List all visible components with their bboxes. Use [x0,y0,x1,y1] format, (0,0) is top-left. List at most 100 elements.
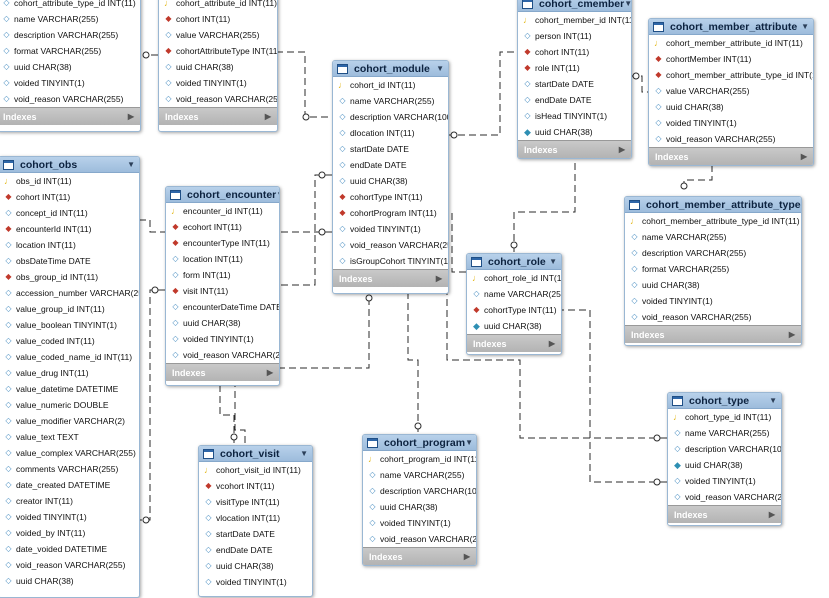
column-row[interactable]: ◆vcohort INT(11) [199,478,312,494]
indexes-bar[interactable]: Indexes▶ [363,547,476,565]
column-row[interactable]: ◆cohortAttributeType INT(11) [159,43,277,59]
column-row[interactable]: ♩cohort_attribute_id INT(11) [159,0,277,11]
table-header[interactable]: cohort_member_attribute▼ [649,19,813,35]
column-row[interactable]: ◇name VARCHAR(255) [467,286,561,302]
table-header[interactable]: cohort_type▼ [668,393,781,409]
table-cohort-attribute-type[interactable]: ◇cohort_attribute_type_id INT(11)◇name V… [0,0,141,132]
column-row[interactable]: ◆uuid CHAR(38) [467,318,561,334]
column-row[interactable]: ◇voided_by INT(11) [0,525,139,541]
column-row[interactable]: ◇description VARCHAR(1000) [668,441,781,457]
column-row[interactable]: ◆ecohort INT(11) [166,219,279,235]
column-row[interactable]: ◇uuid CHAR(38) [363,499,476,515]
column-row[interactable]: ◇value_datetime DATETIME [0,381,139,397]
indexes-bar[interactable]: Indexes▶ [625,325,801,343]
table-cohort-type[interactable]: cohort_type▼ ♩cohort_type_id INT(11)◇nam… [667,392,782,526]
column-row[interactable]: ◆cohort INT(11) [518,44,631,60]
indexes-bar[interactable]: Indexes▶ [333,269,448,287]
column-row[interactable]: ◇value_boolean TINYINT(1) [0,317,139,333]
column-row[interactable]: ◆uuid CHAR(38) [668,457,781,473]
column-row[interactable]: ◇name VARCHAR(255) [668,425,781,441]
column-row[interactable]: ◇voided TINYINT(1) [0,75,140,91]
column-row[interactable]: ◇value_drug INT(11) [0,365,139,381]
column-row[interactable]: ◇endDate DATE [518,92,631,108]
collapse-arrow-icon[interactable]: ▼ [769,396,777,405]
column-row[interactable]: ◇dlocation INT(11) [333,125,448,141]
expand-arrow-icon[interactable]: ▶ [548,339,555,348]
column-row[interactable]: ◇concept_id INT(11) [0,205,139,221]
column-row[interactable]: ◇format VARCHAR(255) [625,261,801,277]
column-row[interactable]: ◇value VARCHAR(255) [159,27,277,43]
column-row[interactable]: ◇voided TINYINT(1) [159,75,277,91]
column-row[interactable]: ◇location INT(11) [0,237,139,253]
column-row[interactable]: ◇encounterDateTime DATE [166,299,279,315]
column-row[interactable]: ◇description VARCHAR(1000) [363,483,476,499]
column-row[interactable]: ◇uuid CHAR(38) [333,173,448,189]
column-row[interactable]: ◇name VARCHAR(255) [363,467,476,483]
column-row[interactable]: ◇cohort_attribute_type_id INT(11) [0,0,140,11]
column-row[interactable]: ◇startDate DATE [518,76,631,92]
column-row[interactable]: ◇date_created DATETIME [0,477,139,493]
table-header[interactable]: cohort_encounter▼ [166,187,279,203]
column-row[interactable]: ◇name VARCHAR(255) [625,229,801,245]
table-cohort-cmember[interactable]: cohort_cmember▼ ♩cohort_member_id INT(11… [517,0,632,159]
column-row[interactable]: ◇person INT(11) [518,28,631,44]
column-row[interactable]: ◆encounterId INT(11) [0,221,139,237]
collapse-arrow-icon[interactable]: ▼ [300,449,308,458]
column-row[interactable]: ◇endDate DATE [333,157,448,173]
column-row[interactable]: ♩cohort_type_id INT(11) [668,409,781,425]
column-row[interactable]: ◇date_voided DATETIME [0,541,139,557]
column-row[interactable]: ♩cohort_member_attribute_id INT(11) [649,35,813,51]
indexes-bar[interactable]: Indexes▶ [668,505,781,523]
column-row[interactable]: ◆cohort_member_attribute_type_id INT(11) [649,67,813,83]
column-row[interactable]: ◇void_reason VARCHAR(255) [0,91,140,107]
column-row[interactable]: ◇vlocation INT(11) [199,510,312,526]
column-row[interactable]: ◆visit INT(11) [166,283,279,299]
column-row[interactable]: ◆cohortMember INT(11) [649,51,813,67]
indexes-bar[interactable]: Indexes▶ [159,107,277,125]
indexes-bar[interactable]: Indexes▶ [467,334,561,352]
column-row[interactable]: ♩cohort_id INT(11) [333,77,448,93]
expand-arrow-icon[interactable]: ▶ [264,112,271,121]
expand-arrow-icon[interactable]: ▶ [768,510,775,519]
expand-arrow-icon[interactable]: ▶ [435,274,442,283]
expand-arrow-icon[interactable]: ▶ [266,368,273,377]
indexes-bar[interactable]: Indexes▶ [0,107,140,125]
column-row[interactable]: ◇voided TINYINT(1) [199,574,312,590]
column-row[interactable]: ◆uuid CHAR(38) [518,124,631,140]
table-cohort-attribute[interactable]: ♩cohort_attribute_id INT(11)◆cohort INT(… [158,0,278,132]
column-row[interactable]: ◇uuid CHAR(38) [159,59,277,75]
column-row[interactable]: ◇value_modifier VARCHAR(2) [0,413,139,429]
table-header[interactable]: cohort_program▼ [363,435,476,451]
column-row[interactable]: ◇void_reason VARCHAR(255) [166,347,279,363]
column-row[interactable]: ◆cohortType INT(11) [467,302,561,318]
column-row[interactable]: ◆cohort INT(11) [0,189,139,205]
collapse-arrow-icon[interactable]: ▼ [436,64,444,73]
column-row[interactable]: ◇voided TINYINT(1) [333,221,448,237]
indexes-bar[interactable]: Indexes▶ [166,363,279,381]
column-row[interactable]: ◇value_numeric DOUBLE [0,397,139,413]
table-cohort-visit[interactable]: cohort_visit▼ ♩cohort_visit_id INT(11)◆v… [198,445,313,597]
table-cohort-role[interactable]: cohort_role▼ ♩cohort_role_id INT(11)◇nam… [466,253,562,355]
column-row[interactable]: ◇name VARCHAR(255) [0,11,140,27]
column-row[interactable]: ◇void_reason VARCHAR(255) [668,489,781,505]
column-row[interactable]: ◇uuid CHAR(38) [649,99,813,115]
column-row[interactable]: ◇description VARCHAR(255) [0,27,140,43]
column-row[interactable]: ♩cohort_member_attribute_type_id INT(11) [625,213,801,229]
expand-arrow-icon[interactable]: ▶ [463,552,470,561]
column-row[interactable]: ◇uuid CHAR(38) [0,573,139,589]
column-row[interactable]: ◇value_coded_name_id INT(11) [0,349,139,365]
indexes-bar[interactable]: Indexes▶ [518,140,631,158]
table-header[interactable]: cohort_role▼ [467,254,561,270]
column-row[interactable]: ◇uuid CHAR(38) [0,59,140,75]
column-row[interactable]: ◇value_group_id INT(11) [0,301,139,317]
table-header[interactable]: cohort_module▼ [333,61,448,77]
column-row[interactable]: ◇value_complex VARCHAR(255) [0,445,139,461]
column-row[interactable]: ◇startDate DATE [333,141,448,157]
column-row[interactable]: ◇uuid CHAR(38) [625,277,801,293]
table-header[interactable]: cohort_visit▼ [199,446,312,462]
column-row[interactable]: ◇value VARCHAR(255) [649,83,813,99]
column-row[interactable]: ♩cohort_role_id INT(11) [467,270,561,286]
collapse-arrow-icon[interactable]: ▼ [127,160,135,169]
column-row[interactable]: ◆cohortType INT(11) [333,189,448,205]
table-header[interactable]: cohort_obs▼ [0,157,139,173]
